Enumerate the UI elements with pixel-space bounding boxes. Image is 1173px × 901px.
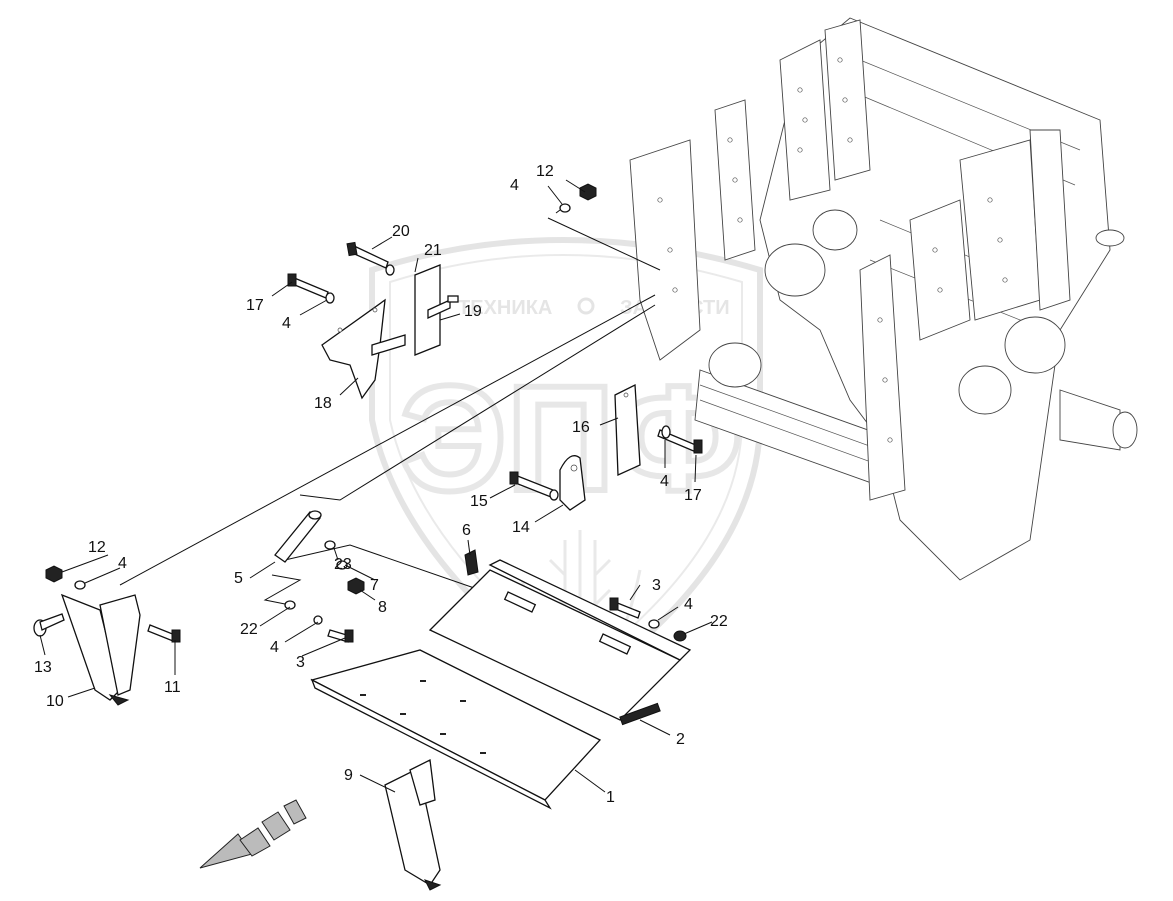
shaft-5-body: [274, 511, 321, 563]
callout-4: 4: [118, 555, 127, 572]
part-2-plate: [428, 559, 692, 726]
frame-plate-5: [909, 199, 971, 341]
callout-3: 3: [652, 577, 661, 594]
direction-arrow-icon: [199, 799, 307, 869]
machine-frame: [629, 17, 1138, 581]
callout-5: 5: [234, 570, 243, 587]
callout-2: 2: [676, 731, 685, 748]
frame-bearing-2: [812, 209, 858, 251]
callout-12: 12: [536, 163, 554, 180]
callout-4: 4: [660, 473, 669, 490]
callout-4: 4: [684, 596, 693, 613]
washer-22-right: [673, 630, 687, 642]
pin-6: [464, 549, 479, 576]
callout-22: 22: [240, 621, 258, 638]
callout-6: 6: [462, 522, 471, 539]
callout-11: 11: [164, 679, 181, 696]
callout-23: 23: [334, 556, 352, 573]
part-5-shaft: [274, 510, 322, 563]
bracket-10-body: [60, 593, 121, 701]
callout-14: 14: [512, 519, 530, 536]
washer-23: [324, 540, 336, 550]
part-18-guard: [321, 298, 406, 400]
callout-labels: 12 4 20 21 17 4 19 18 16 4 17 15 14 6 12…: [34, 163, 728, 806]
bracket-14-body: [559, 455, 586, 511]
watermark-shield: [369, 237, 763, 694]
callout-17: 17: [246, 297, 264, 314]
frame-bearing-3: [1004, 316, 1066, 374]
bolt-11: [147, 624, 176, 642]
nut-12-left: [45, 565, 63, 583]
callout-12: 12: [88, 539, 106, 556]
frame-bearing-1: [764, 243, 826, 297]
frame-shaft-cap: [1112, 411, 1138, 449]
frame-plate-4: [629, 139, 701, 361]
callout-1: 1: [606, 789, 615, 806]
frame-bearing-4: [958, 365, 1012, 415]
nut-12-top: [579, 183, 597, 201]
washer-22-left: [284, 600, 296, 610]
frame-pin: [1095, 229, 1125, 247]
callout-4: 4: [282, 315, 291, 332]
callout-4: 4: [270, 639, 279, 656]
callout-19: 19: [464, 303, 482, 320]
part-1-shield: [310, 649, 602, 810]
frame-bearing-5: [708, 342, 762, 388]
leader-lines: [119, 209, 661, 606]
part-16-strip: [614, 383, 641, 476]
callout-3: 3: [296, 654, 305, 671]
callout-10: 10: [46, 693, 64, 710]
callout-21: 21: [424, 242, 442, 259]
callout-15: 15: [470, 493, 488, 510]
watermark-gear-icon: [577, 297, 595, 315]
guard-18-body: [321, 298, 386, 400]
callout-13: 13: [34, 659, 52, 676]
strip-16-body: [614, 383, 641, 476]
callout-4: 4: [510, 177, 519, 194]
callout-9: 9: [344, 767, 353, 784]
frame-shaft-end: [1059, 389, 1121, 451]
callout-leaders: [39, 179, 713, 793]
callout-22: 22: [710, 613, 728, 630]
watermark-left-word: ТЕХНИКА: [458, 297, 552, 319]
washer-4-right: [648, 619, 660, 629]
callout-16: 16: [572, 419, 590, 436]
part-10-bracket: [60, 593, 141, 706]
washer-7: [336, 560, 348, 570]
part-21-strip: [414, 264, 451, 356]
washer-4-left: [313, 615, 323, 625]
callout-7: 7: [370, 577, 379, 594]
watermark-shield-inner: [389, 254, 743, 672]
frame-plate-7: [1029, 129, 1071, 311]
callout-20: 20: [392, 223, 410, 240]
washer-4-top: [559, 203, 571, 213]
part-14-bracket: [559, 455, 586, 511]
washer-4-leftmost: [74, 580, 86, 590]
callout-17: 17: [684, 487, 702, 504]
part-9-bracket: [384, 759, 442, 891]
callout-18: 18: [314, 395, 332, 412]
callout-8: 8: [378, 599, 387, 616]
frame-plate-8: [859, 254, 906, 501]
